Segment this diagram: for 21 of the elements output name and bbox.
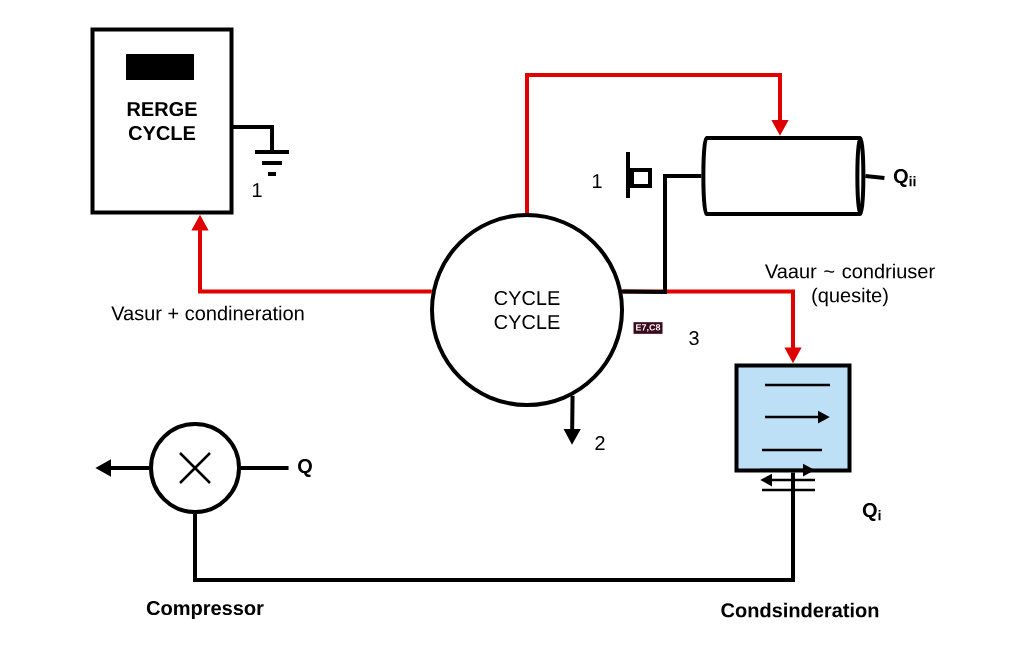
number-label: 3 [689, 330, 699, 346]
number-label: 1 [592, 174, 602, 188]
connector [241, 466, 289, 470]
output-label: Q$_{ii}$ [893, 169, 916, 187]
number-label: 2 [595, 436, 605, 450]
connector [193, 472, 795, 582]
connector [865, 174, 885, 180]
connector [622, 174, 702, 295]
compressor-symbol [149, 422, 241, 514]
output-label: Q$_{i}$ [862, 503, 881, 521]
cylinder-tank [701, 136, 866, 216]
cycle-box: RERGE CYCLE [90, 27, 234, 215]
condenser-box [734, 363, 852, 473]
number-label: 1 [252, 183, 262, 197]
caption: Compressor [146, 600, 264, 620]
connector [525, 73, 789, 213]
output-label: Q [298, 459, 312, 477]
caption: Condsinderation [721, 602, 879, 618]
annotation: Vasur + condineration [111, 305, 304, 321]
annotation: Vaaur ~ condriuser (quesite) [764, 263, 935, 307]
tag-label: E7,C8 [633, 322, 663, 334]
